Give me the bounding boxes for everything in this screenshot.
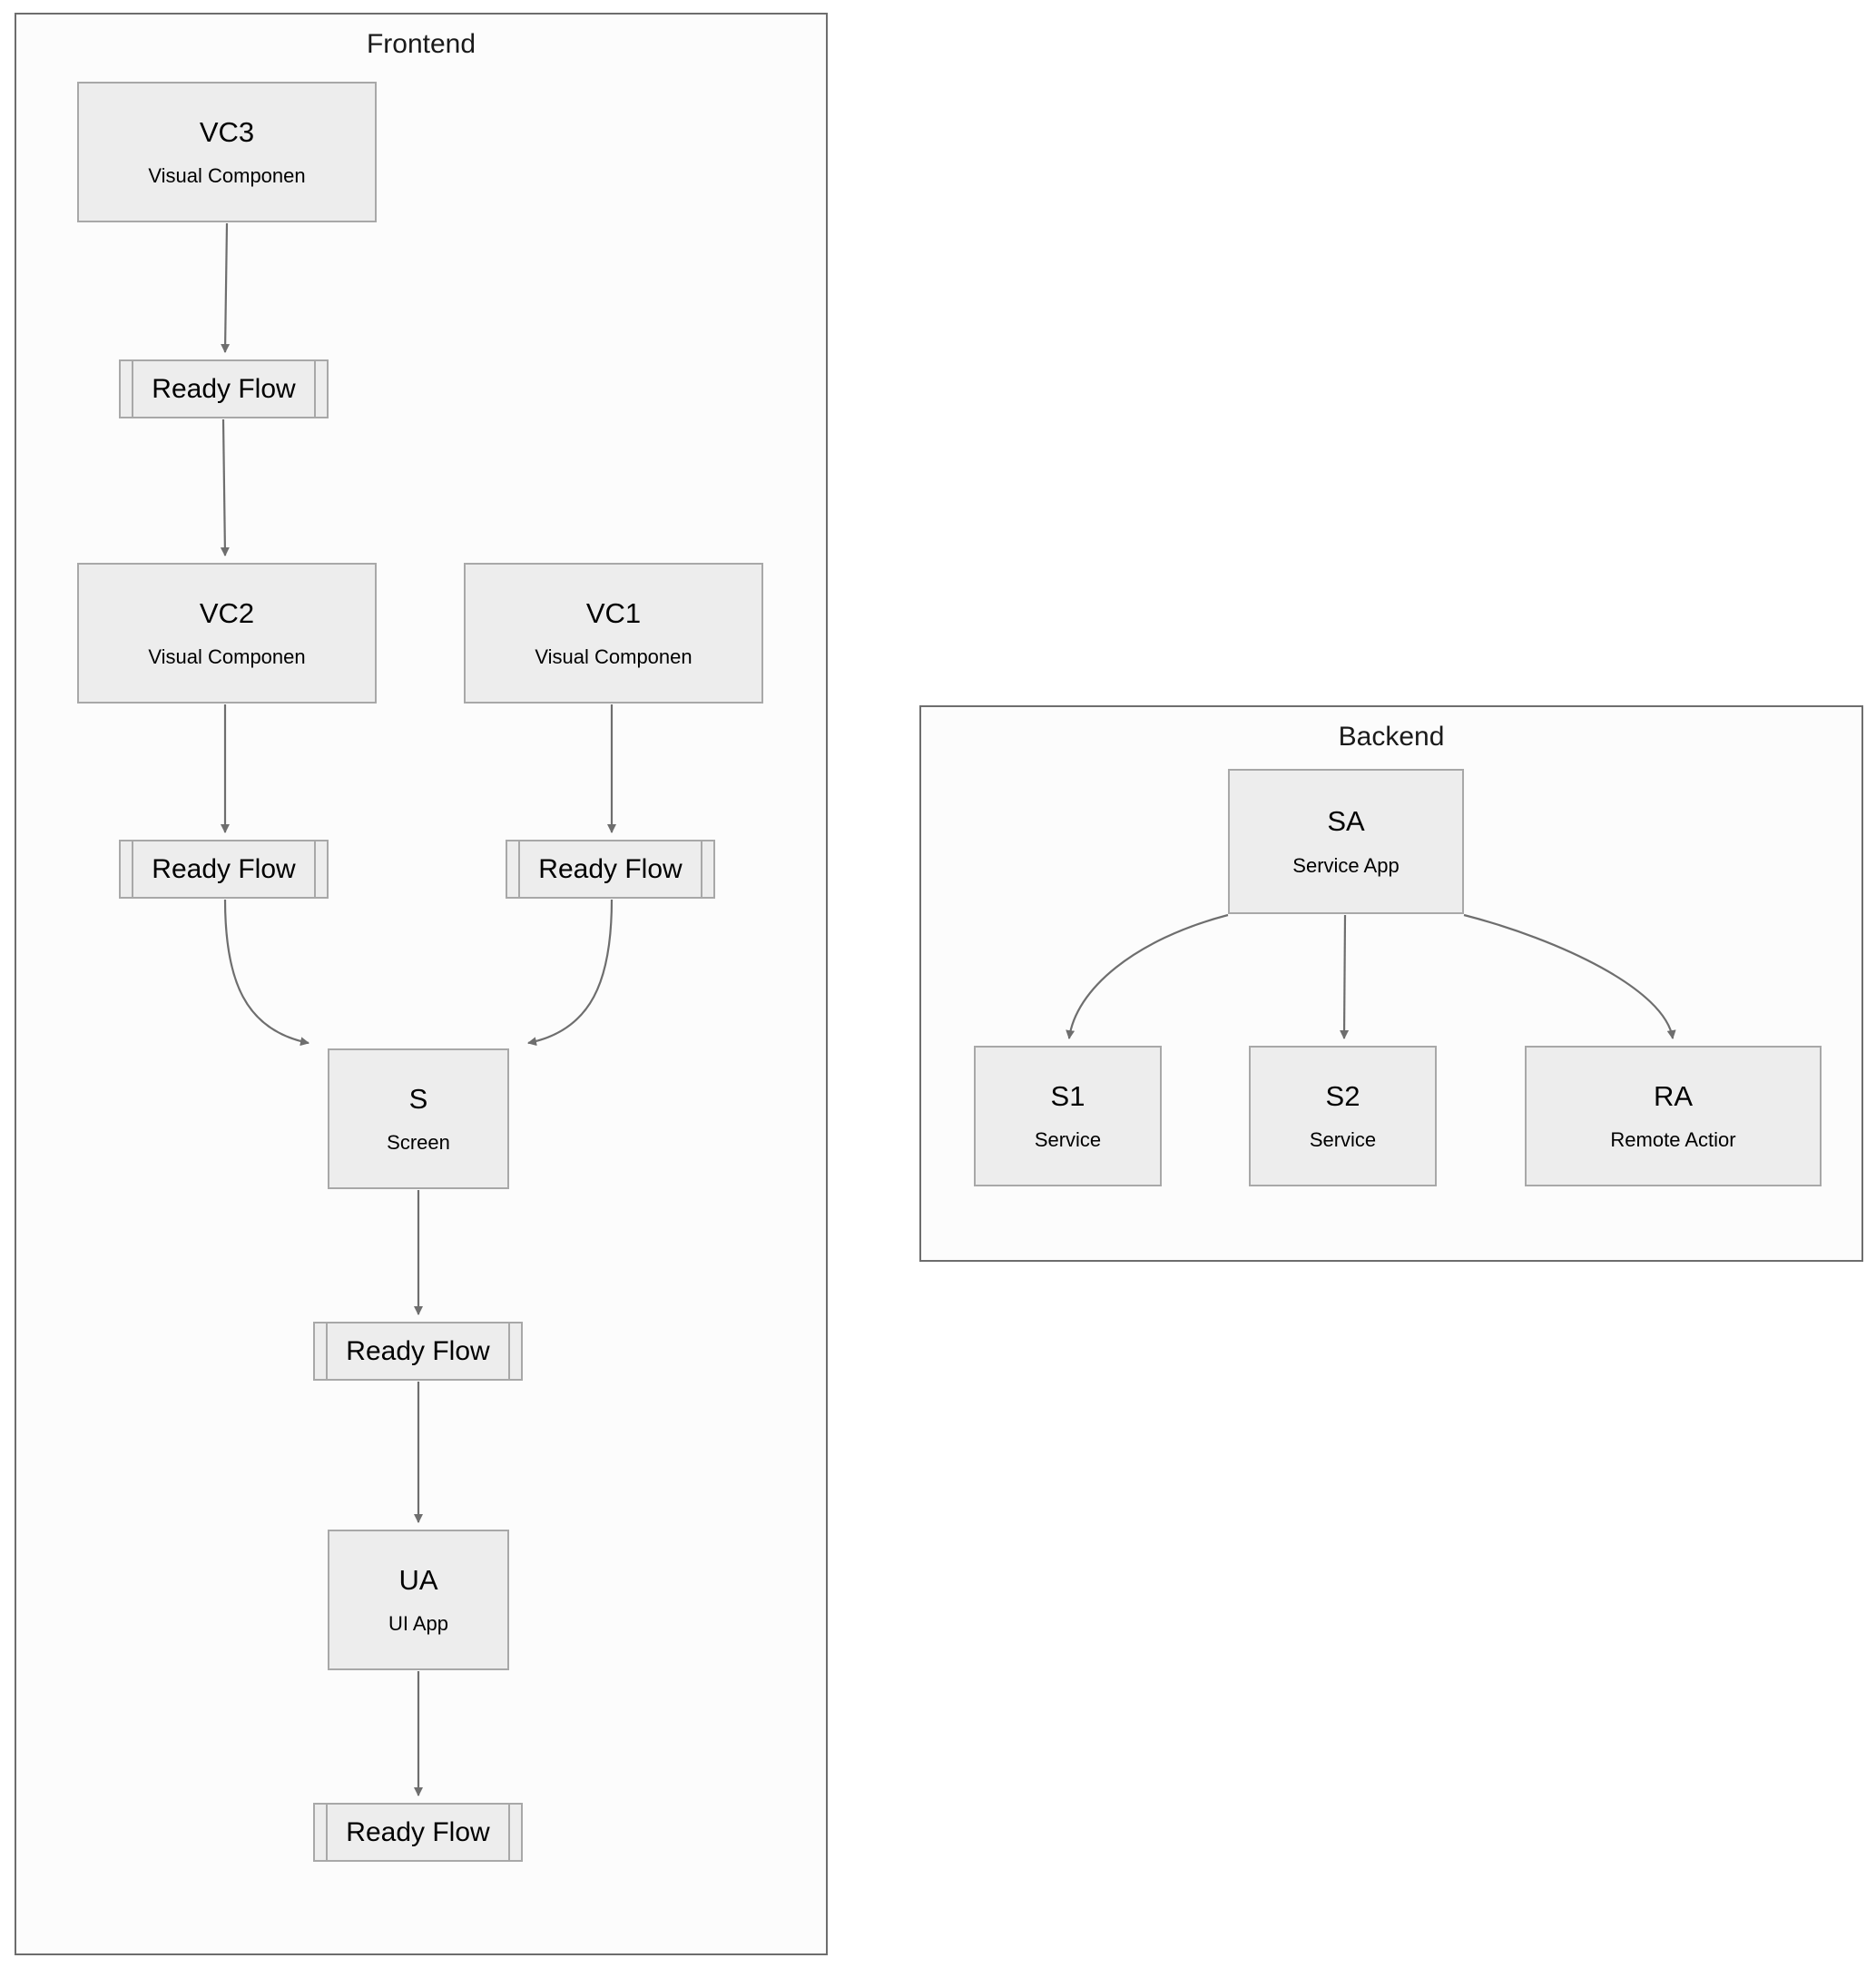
- node-rf3[interactable]: Ready Flow: [506, 840, 715, 899]
- node-subtitle-vc1: Visual Componen: [535, 645, 692, 669]
- node-ra[interactable]: RA Remote Actior: [1525, 1046, 1822, 1186]
- node-s[interactable]: S Screen: [328, 1048, 509, 1189]
- node-rf2[interactable]: Ready Flow: [119, 840, 329, 899]
- node-rf5[interactable]: Ready Flow: [313, 1803, 523, 1862]
- node-subtitle-s: Screen: [387, 1131, 450, 1155]
- node-label-rf4: Ready Flow: [346, 1335, 490, 1366]
- node-subtitle-vc2: Visual Componen: [148, 645, 306, 669]
- node-title-s: S: [408, 1082, 428, 1115]
- node-title-vc3: VC3: [199, 115, 255, 148]
- node-title-s2: S2: [1325, 1079, 1360, 1112]
- node-subtitle-ua: UI App: [388, 1612, 449, 1636]
- node-title-vc1: VC1: [585, 596, 642, 629]
- node-title-ua: UA: [398, 1563, 438, 1596]
- node-sa[interactable]: SA Service App: [1228, 769, 1464, 914]
- node-label-rf3: Ready Flow: [538, 853, 683, 884]
- group-title-backend: Backend: [1338, 722, 1445, 752]
- node-label-rf1: Ready Flow: [152, 373, 296, 404]
- node-subtitle-s1: Service: [1034, 1128, 1102, 1152]
- node-subtitle-s2: Service: [1309, 1128, 1377, 1152]
- node-subtitle-sa: Service App: [1292, 853, 1400, 877]
- node-ua[interactable]: UA UI App: [328, 1530, 509, 1670]
- node-subtitle-vc3: Visual Componen: [148, 164, 306, 188]
- node-rf4[interactable]: Ready Flow: [313, 1322, 523, 1381]
- node-rf1[interactable]: Ready Flow: [119, 359, 329, 418]
- group-title-frontend: Frontend: [366, 29, 476, 59]
- node-label-rf2: Ready Flow: [152, 853, 296, 884]
- node-title-ra: RA: [1653, 1079, 1694, 1112]
- node-title-vc2: VC2: [199, 596, 255, 629]
- node-title-sa: SA: [1327, 805, 1365, 838]
- node-subtitle-ra: Remote Actior: [1610, 1128, 1736, 1152]
- node-label-rf5: Ready Flow: [346, 1816, 490, 1847]
- node-title-s1: S1: [1050, 1079, 1085, 1112]
